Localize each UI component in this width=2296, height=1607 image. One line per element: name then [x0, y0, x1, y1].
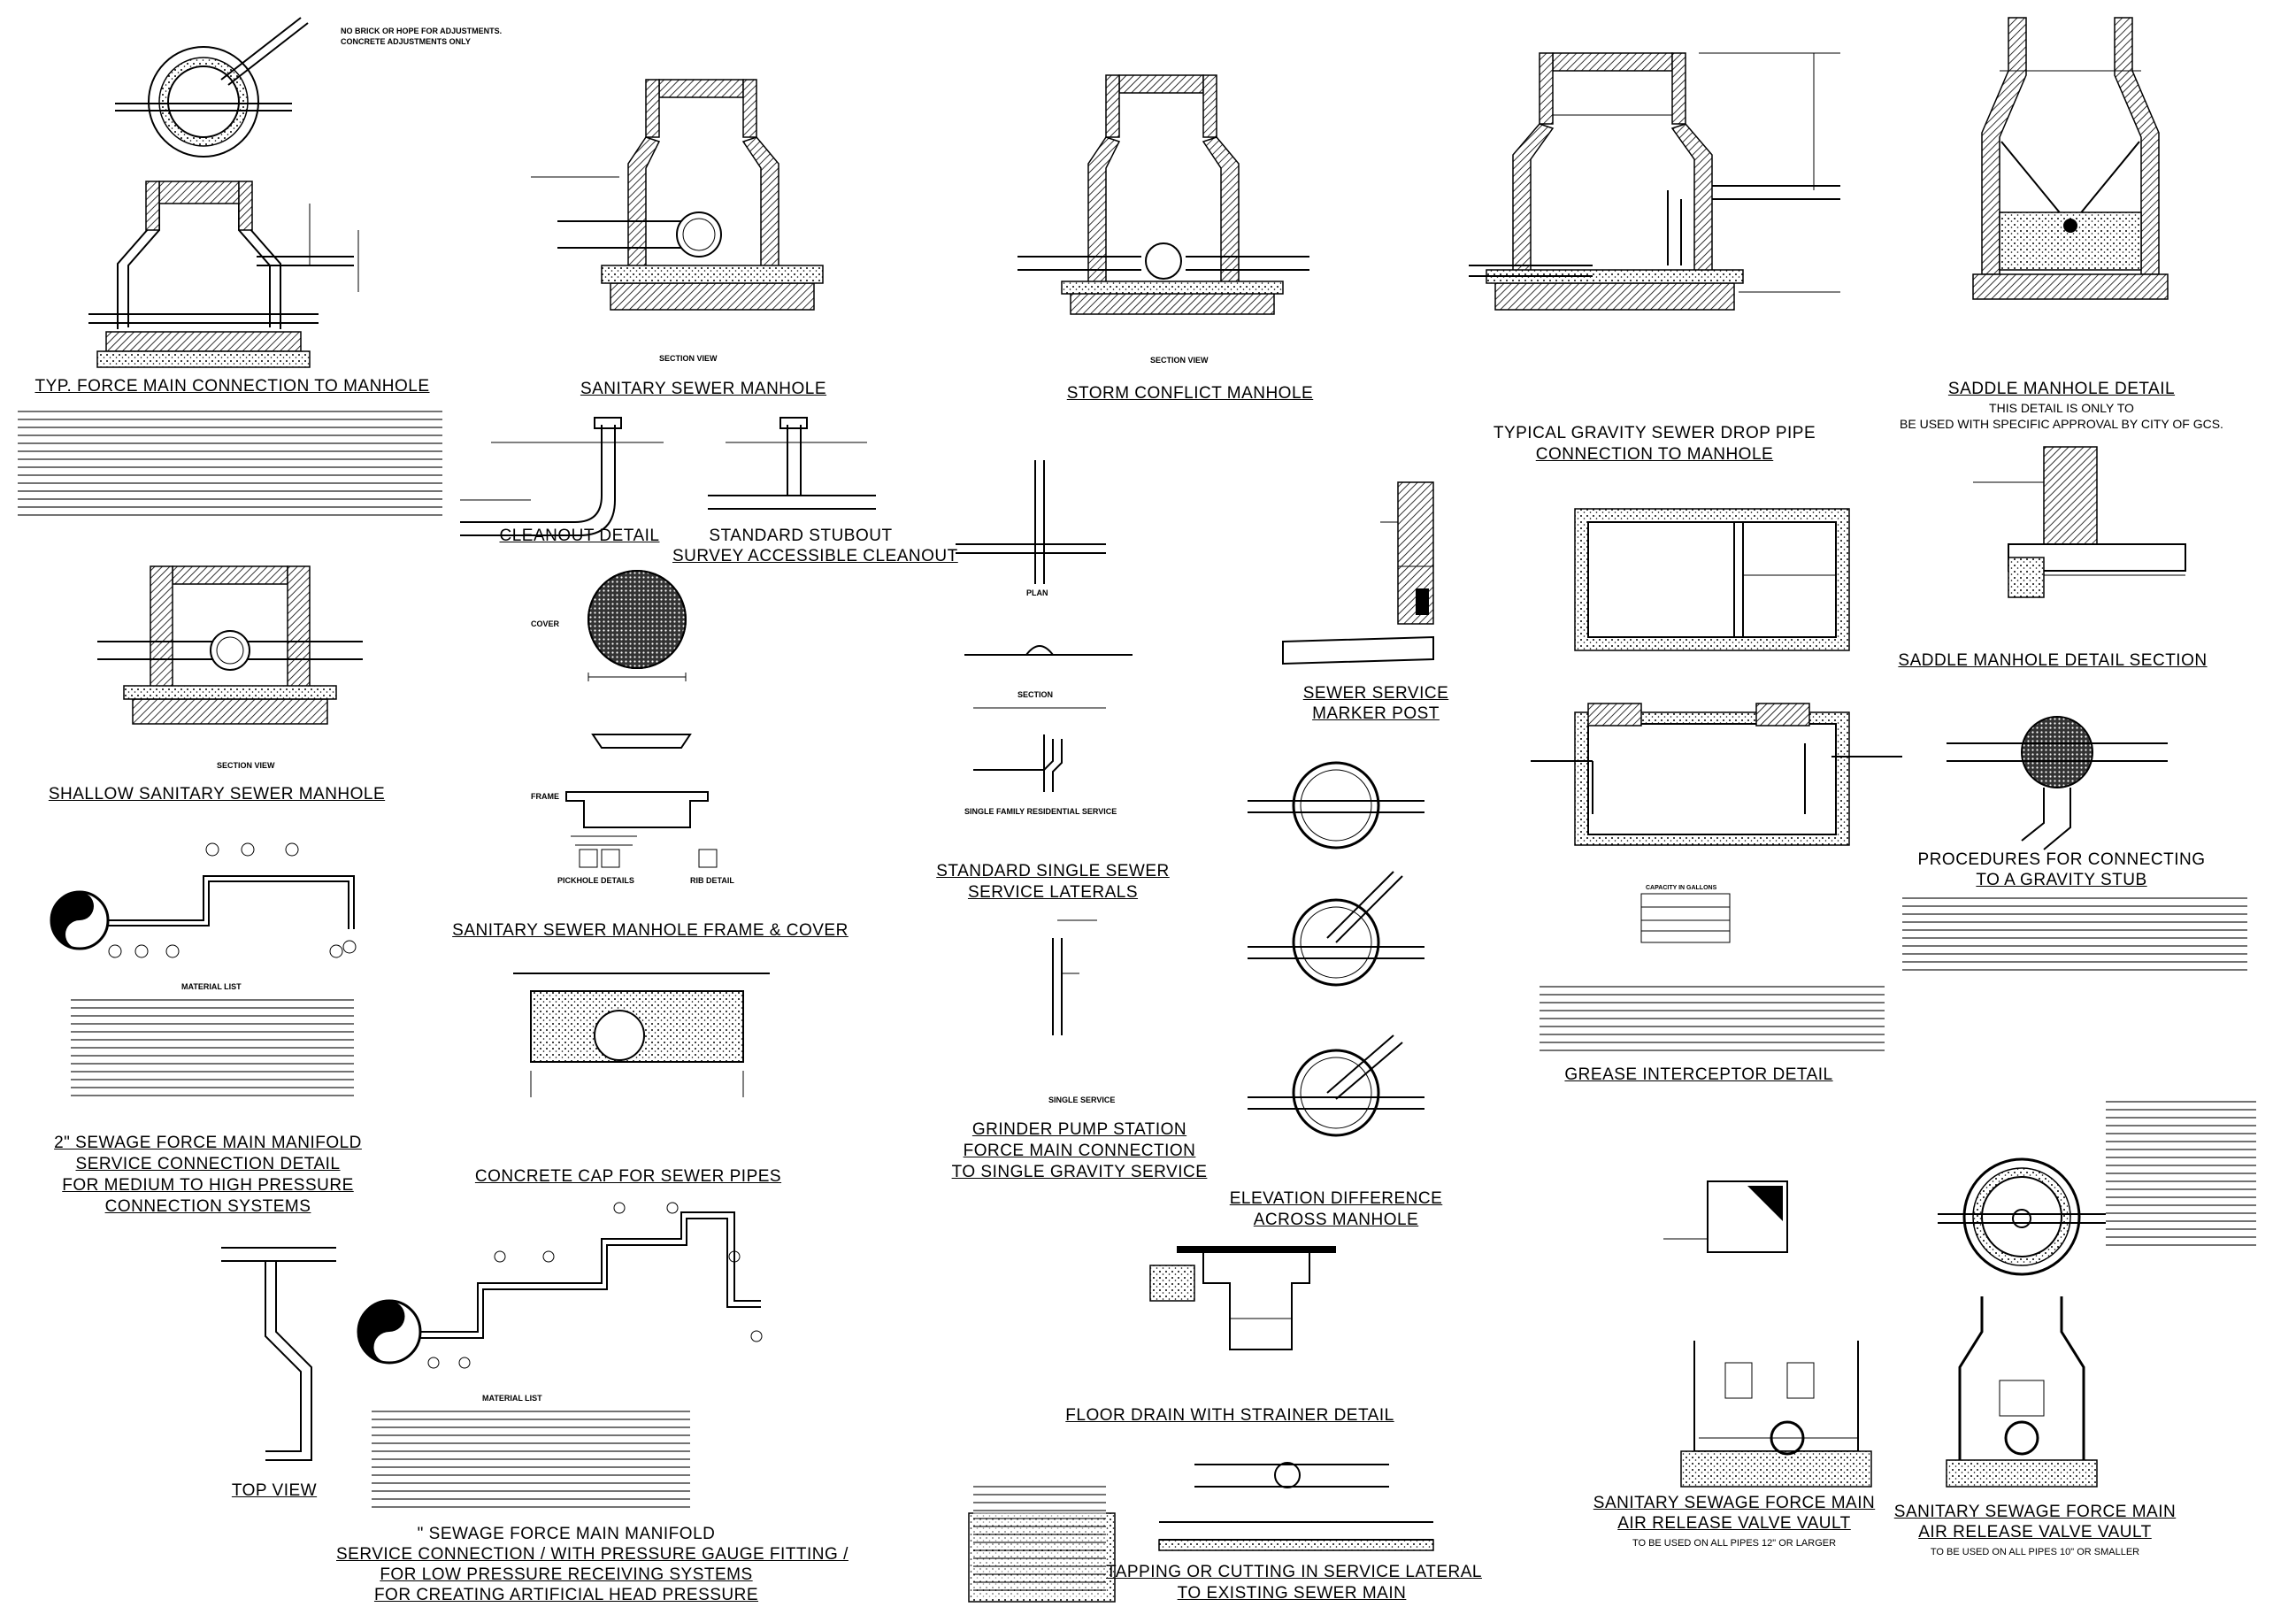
title-floor-drain: FLOOR DRAIN WITH STRAINER DETAIL [1065, 1406, 1394, 1425]
sanitary-manhole-detail [531, 79, 824, 311]
saddle-manhole-detail [1972, 17, 2169, 300]
concrete-cap-detail [513, 973, 770, 1097]
grease-interceptor-detail [1531, 508, 1902, 943]
label-material-list-1: MATERIAL LIST [181, 982, 242, 991]
title-tapping-2: TO EXISTING SEWER MAIN [1177, 1584, 1407, 1603]
floor-drain-detail [1149, 1246, 1336, 1350]
title-arv-large-2: AIR RELEASE VALVE VAULT [1617, 1514, 1851, 1533]
label-single-family: SINGLE FAMILY RESIDENTIAL SERVICE [964, 807, 1117, 816]
notes-tapping [973, 1482, 1106, 1597]
title-manifold-low-4: FOR CREATING ARTIFICIAL HEAD PRESSURE [373, 1586, 759, 1604]
frame-and-cover-detail [565, 570, 718, 868]
marker-post-detail [1282, 481, 1434, 665]
title-manifold-2in-4: CONNECTION SYSTEMS [104, 1197, 311, 1216]
arv-large-note: TO BE USED ON ALL PIPES 12" OR LARGER [1632, 1538, 1837, 1549]
saddle-note-1: THIS DETAIL IS ONLY TO [1989, 401, 2134, 415]
title-shallow-manhole: SHALLOW SANITARY SEWER MANHOLE [48, 785, 386, 804]
title-concrete-cap: CONCRETE CAP FOR SEWER PIPES [474, 1167, 782, 1186]
label-concrete-only: CONCRETE ADJUSTMENTS ONLY [341, 37, 471, 46]
title-elevation-1: ELEVATION DIFFERENCE [1229, 1189, 1443, 1208]
manifold-low-pressure-detail [221, 1202, 763, 1461]
cleanout-detail [460, 417, 664, 536]
notes-manifold-low [372, 1407, 690, 1513]
title-storm-conflict: STORM CONFLICT MANHOLE [1066, 384, 1314, 403]
notes-force-main [18, 407, 442, 522]
title-grinder-1: GRINDER PUMP STATION [971, 1120, 1187, 1139]
arv-vault-large-detail [1663, 1180, 1872, 1488]
notes-grease [1540, 982, 1885, 1057]
title-gravity-stub-2: TO A GRAVITY STUB [1976, 871, 2147, 889]
label-plan: PLAN [1026, 588, 1048, 597]
label-section: SECTION [1017, 690, 1054, 699]
title-grinder-2: FORCE MAIN CONNECTION [963, 1142, 1196, 1160]
title-saddle-manhole: SADDLE MANHOLE DETAIL [1947, 380, 2176, 398]
title-marker-post-2: MARKER POST [1312, 704, 1440, 723]
single-lateral-detail [1043, 739, 1097, 1035]
title-tapping-1: TAPPING OR CUTTING IN SERVICE LATERAL [1106, 1563, 1482, 1581]
storm-conflict-manhole-detail [1017, 74, 1309, 315]
title-marker-post-1: SEWER SERVICE [1302, 684, 1449, 703]
label-capacity: CAPACITY IN GALLONS [1646, 885, 1717, 891]
notes-gravity-stub [1902, 894, 2247, 973]
label-cover: COVER [531, 619, 560, 628]
title-manifold-low-2: SERVICE CONNECTION / WITH PRESSURE GAUGE… [336, 1545, 849, 1564]
label-no-brick: NO BRICK OR HOPE FOR ADJUSTMENTS. [341, 27, 503, 35]
service-lateral-plan-section [956, 460, 1133, 771]
title-sanitary-manhole: SANITARY SEWER MANHOLE [580, 380, 827, 398]
title-gravity-drop-1: TYPICAL GRAVITY SEWER DROP PIPE [1493, 424, 1816, 442]
saddle-section-detail [1973, 446, 2186, 598]
stubout-detail [708, 417, 876, 510]
title-gravity-drop-2: CONNECTION TO MANHOLE [1535, 445, 1774, 464]
label-section-view-3: SECTION VIEW [217, 761, 275, 770]
label-rib: RIB DETAIL [690, 876, 734, 885]
title-cleanout: CLEANOUT DETAIL [499, 527, 660, 545]
elevation-difference-detail [1248, 761, 1424, 1137]
title-arv-large-1: SANITARY SEWAGE FORCE MAIN [1593, 1494, 1876, 1512]
title-manifold-low-1: " SEWAGE FORCE MAIN MANIFOLD [417, 1525, 716, 1543]
title-manifold-2in-3: FOR MEDIUM TO HIGH PRESSURE [62, 1176, 354, 1195]
title-gravity-stub-1: PROCEDURES FOR CONNECTING [1917, 850, 2206, 869]
title-grinder-3: TO SINGLE GRAVITY SERVICE [951, 1163, 1208, 1181]
gravity-drop-pipe-detail [1469, 52, 1840, 311]
force-main-connection-detail [88, 17, 359, 368]
manifold-2in-detail [50, 842, 357, 958]
title-grease: GREASE INTERCEPTOR DETAIL [1564, 1065, 1833, 1084]
title-top-view: TOP VIEW [231, 1481, 318, 1500]
title-single-laterals-1: STANDARD SINGLE SEWER [936, 862, 1170, 880]
title-arv-small-2: AIR RELEASE VALVE VAULT [1918, 1523, 2152, 1542]
title-stubout-1: STANDARD STUBOUT [709, 527, 893, 545]
title-saddle-section: SADDLE MANHOLE DETAIL SECTION [1898, 651, 2208, 670]
label-pickhole: PICKHOLE DETAILS [557, 876, 634, 885]
arv-vault-small-detail [1938, 1157, 2106, 1488]
title-force-main-connection: TYP. FORCE MAIN CONNECTION TO MANHOLE [35, 377, 430, 396]
gravity-stub-detail [1947, 716, 2168, 850]
label-section-view-2: SECTION VIEW [1150, 356, 1209, 365]
title-stubout-2: SURVEY ACCESSIBLE CLEANOUT [672, 547, 958, 565]
title-elevation-2: ACROSS MANHOLE [1253, 1211, 1419, 1229]
arv-small-note: TO BE USED ON ALL PIPES 10" OR SMALLER [1930, 1547, 2140, 1557]
title-single-laterals-2: SERVICE LATERALS [967, 883, 1139, 902]
label-frame: FRAME [531, 792, 559, 801]
title-arv-small-1: SANITARY SEWAGE FORCE MAIN [1893, 1503, 2177, 1521]
label-material-list-2: MATERIAL LIST [482, 1394, 542, 1403]
title-manifold-2in-1: 2" SEWAGE FORCE MAIN MANIFOLD [54, 1134, 362, 1152]
shallow-manhole-detail [97, 565, 363, 725]
label-single-service: SINGLE SERVICE [1048, 1096, 1116, 1104]
notes-manifold-2in [71, 996, 354, 1097]
label-section-view-1: SECTION VIEW [659, 354, 718, 363]
title-manifold-2in-2: SERVICE CONNECTION DETAIL [75, 1155, 341, 1173]
saddle-note-2: BE USED WITH SPECIFIC APPROVAL BY CITY O… [1900, 417, 2223, 431]
notes-arv [2106, 1097, 2256, 1248]
title-frame-cover: SANITARY SEWER MANHOLE FRAME & COVER [452, 921, 849, 940]
title-manifold-low-3: FOR LOW PRESSURE RECEIVING SYSTEMS [380, 1565, 753, 1584]
